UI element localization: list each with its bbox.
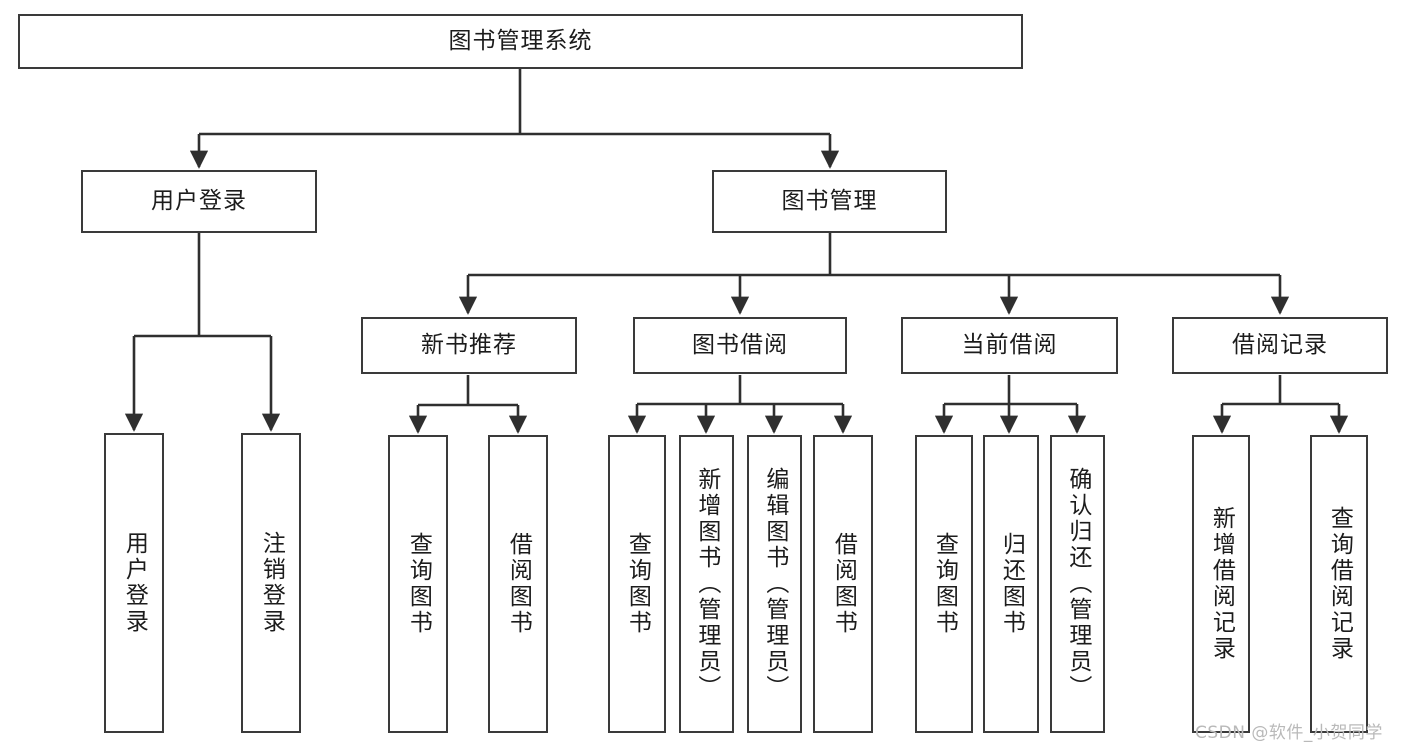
leaf-borrow-edit-book[interactable]: 编辑图书（管理员）: [747, 435, 802, 733]
leaf-borrow-query-book-label: 查询图书: [624, 532, 651, 636]
node-current-borrow-label: 当前借阅: [961, 331, 1058, 358]
leaf-new-book-borrow[interactable]: 借阅图书: [488, 435, 548, 733]
leaf-new-book-query[interactable]: 查询图书: [388, 435, 448, 733]
node-borrow-records[interactable]: 借阅记录: [1172, 317, 1388, 374]
leaf-current-query-book[interactable]: 查询图书: [915, 435, 973, 733]
node-new-book-recommend-label: 新书推荐: [421, 331, 517, 358]
leaf-borrow-query-book[interactable]: 查询图书: [608, 435, 666, 733]
leaf-borrow-add-book-label: 新增图书（管理员）: [693, 467, 720, 701]
node-book-management[interactable]: 图书管理: [712, 170, 947, 233]
leaf-current-confirm-return[interactable]: 确认归还（管理员）: [1050, 435, 1105, 733]
leaf-records-query-record[interactable]: 查询借阅记录: [1310, 435, 1368, 733]
leaf-records-add-record[interactable]: 新增借阅记录: [1192, 435, 1250, 733]
leaf-borrow-borrow-book[interactable]: 借阅图书: [813, 435, 873, 733]
leaf-current-query-book-label: 查询图书: [931, 532, 958, 636]
node-book-management-label: 图书管理: [781, 187, 878, 214]
csdn-watermark: CSDN @软件_小贺同学: [1195, 718, 1383, 743]
leaf-records-add-record-label: 新增借阅记录: [1208, 506, 1235, 662]
leaf-current-confirm-return-label: 确认归还（管理员）: [1064, 467, 1091, 701]
node-current-borrow[interactable]: 当前借阅: [901, 317, 1118, 374]
leaf-new-book-query-label: 查询图书: [405, 532, 432, 636]
node-root-label: 图书管理系统: [448, 27, 593, 54]
node-new-book-recommend[interactable]: 新书推荐: [361, 317, 577, 374]
leaf-borrow-borrow-book-label: 借阅图书: [830, 532, 857, 636]
leaf-borrow-edit-book-label: 编辑图书（管理员）: [761, 467, 788, 701]
node-book-borrow[interactable]: 图书借阅: [633, 317, 847, 374]
node-user-login-label: 用户登录: [151, 187, 247, 214]
leaf-user-login-login[interactable]: 用户登录: [104, 433, 164, 733]
leaf-borrow-add-book[interactable]: 新增图书（管理员）: [679, 435, 734, 733]
csdn-watermark-text: CSDN @软件_小贺同学: [1195, 723, 1383, 743]
leaf-user-login-logout-label: 注销登录: [258, 531, 285, 635]
leaf-current-return-book-label: 归还图书: [998, 532, 1025, 636]
node-root[interactable]: 图书管理系统: [18, 14, 1023, 69]
leaf-user-login-login-label: 用户登录: [121, 531, 148, 635]
node-user-login[interactable]: 用户登录: [81, 170, 317, 233]
leaf-user-login-logout[interactable]: 注销登录: [241, 433, 301, 733]
node-borrow-records-label: 借阅记录: [1232, 331, 1328, 358]
node-book-borrow-label: 图书借阅: [692, 331, 788, 358]
leaf-new-book-borrow-label: 借阅图书: [505, 532, 532, 636]
leaf-records-query-record-label: 查询借阅记录: [1326, 506, 1353, 662]
leaf-current-return-book[interactable]: 归还图书: [983, 435, 1039, 733]
